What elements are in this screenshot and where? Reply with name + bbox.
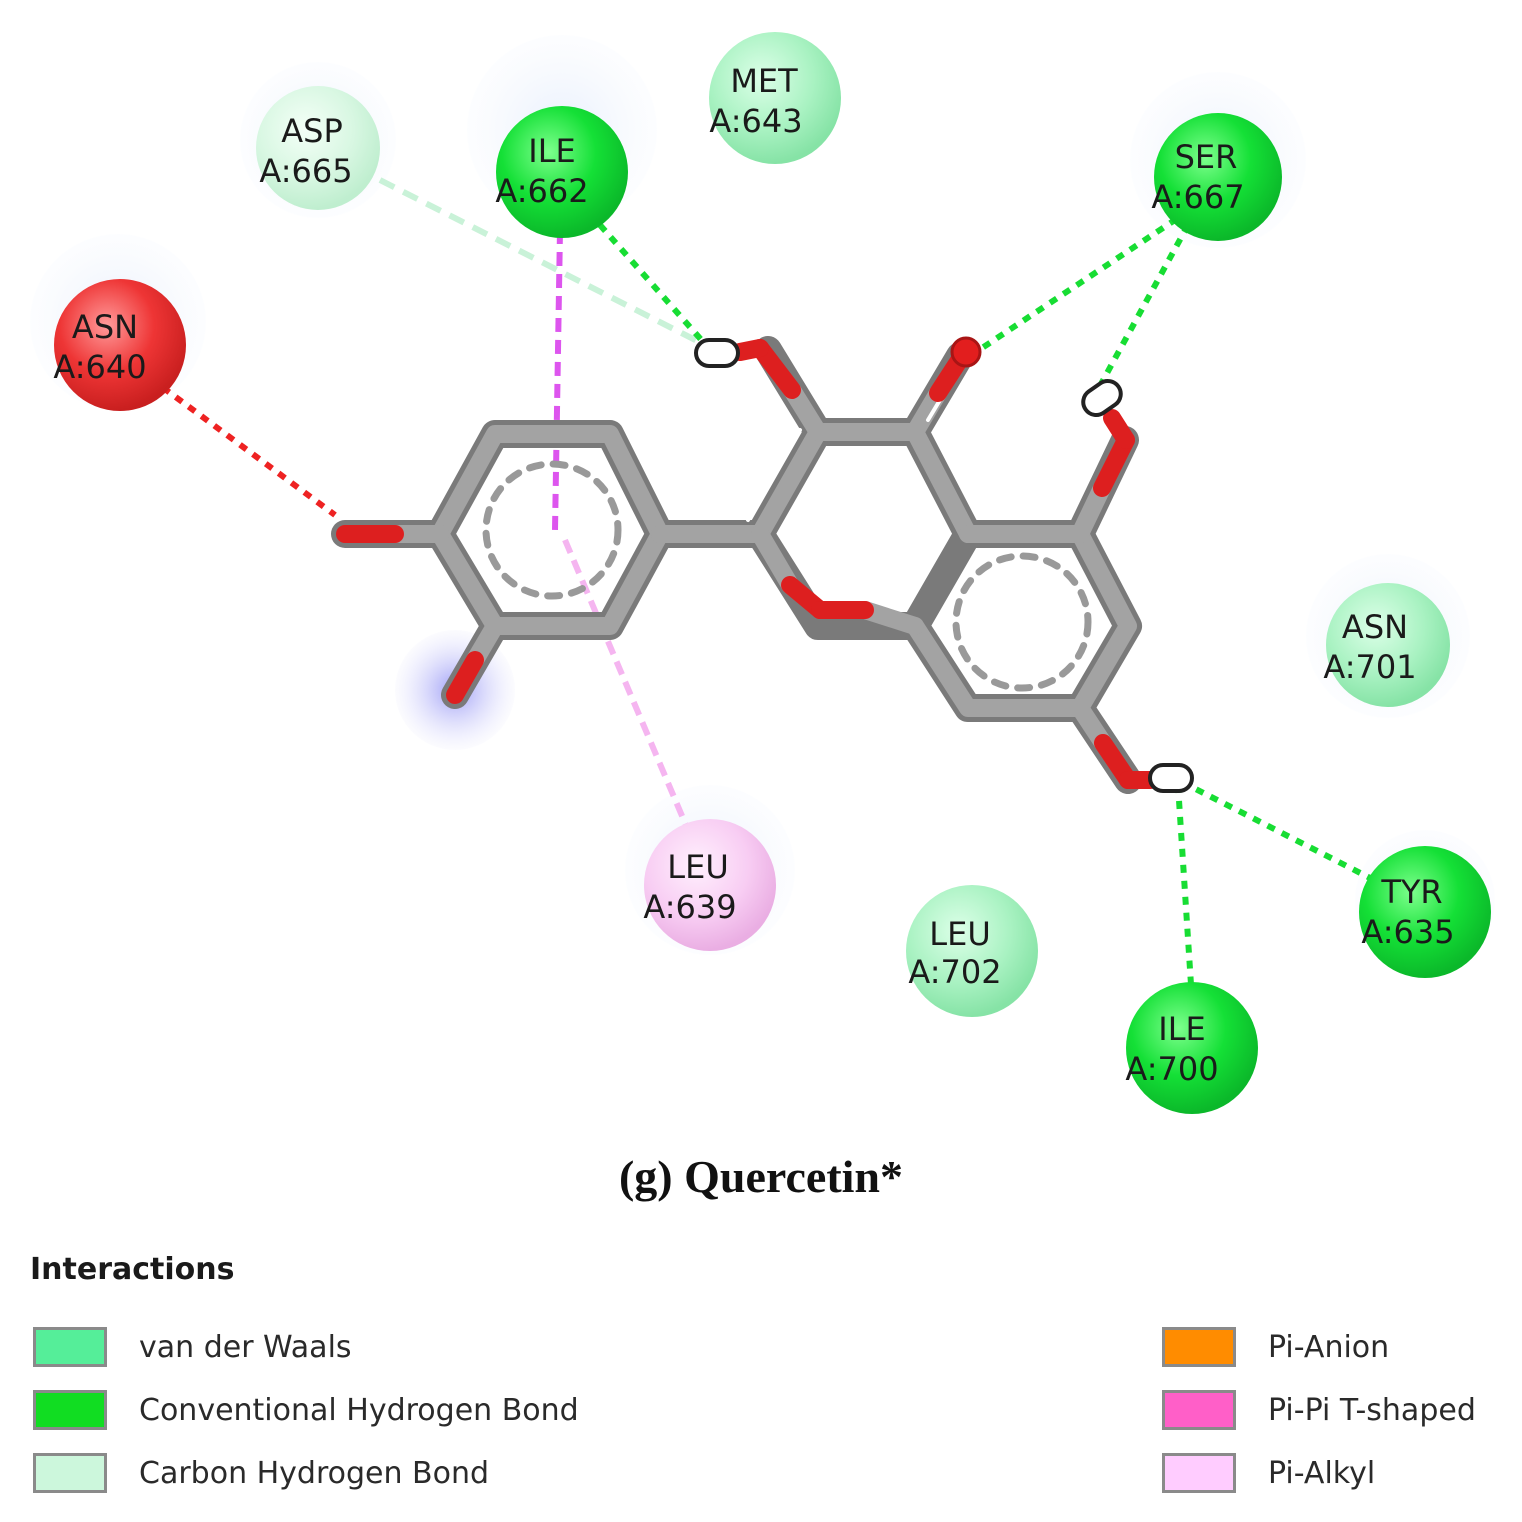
unfavorable-line-asn640 (148, 375, 337, 518)
ring-a (906, 525, 1137, 717)
legend-item-pi-pi-t-shaped: Pi-Pi T-shaped (1162, 1385, 1476, 1435)
residue-asp-665: ASP A:665 (256, 86, 380, 210)
residue-name: ASN (1342, 608, 1408, 646)
aromatic-ring-b (482, 460, 622, 600)
residue-id: A:662 (495, 172, 588, 210)
residue-name: ILE (1158, 1010, 1205, 1048)
residues: ASP A:665 ILE A:662 MET A:643 SER A:667 … (53, 32, 1491, 1114)
legend-left-column: van der Waals Conventional Hydrogen Bond… (33, 1322, 579, 1511)
residue-id: A:700 (1125, 1050, 1218, 1088)
residue-leu-702: LEU A:702 (906, 885, 1038, 1017)
hydrogen-h7 (1148, 763, 1194, 793)
aromatic-ring-a (952, 552, 1092, 692)
legend-label: Conventional Hydrogen Bond (139, 1392, 579, 1428)
legend-label: Pi-Alkyl (1268, 1455, 1376, 1491)
legend-label: Pi-Anion (1268, 1329, 1390, 1365)
residue-id: A:643 (709, 102, 802, 140)
residue-name: ASP (281, 112, 343, 150)
residue-name: LEU (667, 848, 728, 886)
carbonyl-oxygen-atom (950, 336, 982, 368)
interaction-diagram: ASP A:665 ILE A:662 MET A:643 SER A:667 … (30, 32, 1495, 1114)
legend-swatch (1162, 1390, 1236, 1430)
residue-asn-640: ASN A:640 (53, 279, 186, 411)
hydrogen-bond-line-tyr635 (1180, 779, 1380, 885)
legend-item-carbon-hydrogen-bond: Carbon Hydrogen Bond (33, 1448, 579, 1498)
residue-name: LEU (929, 915, 990, 953)
ring-c (751, 423, 977, 543)
residue-tyr-635: TYR A:635 (1359, 846, 1491, 978)
residue-leu-639: LEU A:639 (643, 819, 776, 951)
residue-id: A:701 (1323, 648, 1416, 686)
carbon-hydrogen-bond-line (378, 177, 717, 353)
residue-met-643: MET A:643 (709, 32, 841, 164)
legend-title: Interactions (30, 1252, 235, 1287)
legend-swatch (1162, 1327, 1236, 1367)
hydrogen-bond-line-ile662 (597, 223, 715, 354)
legend-label: Pi-Pi T-shaped (1268, 1392, 1476, 1428)
hydroxyl-o3-h (731, 339, 769, 361)
residue-name: SER (1175, 138, 1238, 176)
residue-id: A:640 (53, 348, 146, 386)
hydrogen-h5 (1081, 378, 1123, 418)
hydrogen-bond-line-ser667-a (968, 207, 1192, 359)
hydrogen-bond-line-ile700 (1175, 784, 1195, 1001)
hydrogen-h3 (694, 338, 740, 368)
legend-item-pi-anion: Pi-Anion (1162, 1322, 1476, 1372)
hydroxyl-o3p (446, 651, 484, 704)
figure-caption: (g) Quercetin* (618, 1151, 904, 1202)
hydroxyl-o5-h (1103, 409, 1135, 449)
residue-ile-700: ILE A:700 (1125, 982, 1258, 1114)
ligand-quercetin (331, 336, 1194, 794)
residue-id: A:635 (1361, 913, 1454, 951)
legend-item-pi-alkyl: Pi-Alkyl (1162, 1448, 1476, 1498)
residue-ser-667: SER A:667 (1151, 113, 1282, 241)
legend-label: Carbon Hydrogen Bond (139, 1455, 490, 1491)
pi-alkyl-line-ile662 (552, 229, 563, 531)
residue-name: ILE (528, 132, 575, 170)
residue-id: A:667 (1151, 178, 1244, 216)
legend-swatch (1162, 1453, 1236, 1493)
legend-swatch (33, 1390, 107, 1430)
bond-c2-o1 (751, 525, 799, 594)
hydrogen-bond-line-ser667-b (1092, 223, 1191, 397)
residue-name: TYR (1380, 873, 1442, 911)
residue-name: ASN (72, 308, 138, 346)
legend-swatch (33, 1327, 107, 1367)
residue-asn-701: ASN A:701 (1323, 583, 1450, 707)
legend-swatch (33, 1453, 107, 1493)
double-bond-c2-c3 (746, 428, 802, 522)
legend-item-conventional-hydrogen-bond: Conventional Hydrogen Bond (33, 1385, 579, 1435)
residue-ile-662: ILE A:662 (495, 106, 628, 238)
residue-id: A:639 (643, 888, 736, 926)
residue-id: A:665 (259, 152, 352, 190)
residue-name: MET (730, 62, 798, 100)
residue-id: A:702 (908, 953, 1001, 991)
legend-right-column: Pi-Anion Pi-Pi T-shaped Pi-Alkyl (1162, 1322, 1476, 1511)
legend-item-van-der-waals: van der Waals (33, 1322, 579, 1372)
legend-label: van der Waals (139, 1329, 352, 1365)
